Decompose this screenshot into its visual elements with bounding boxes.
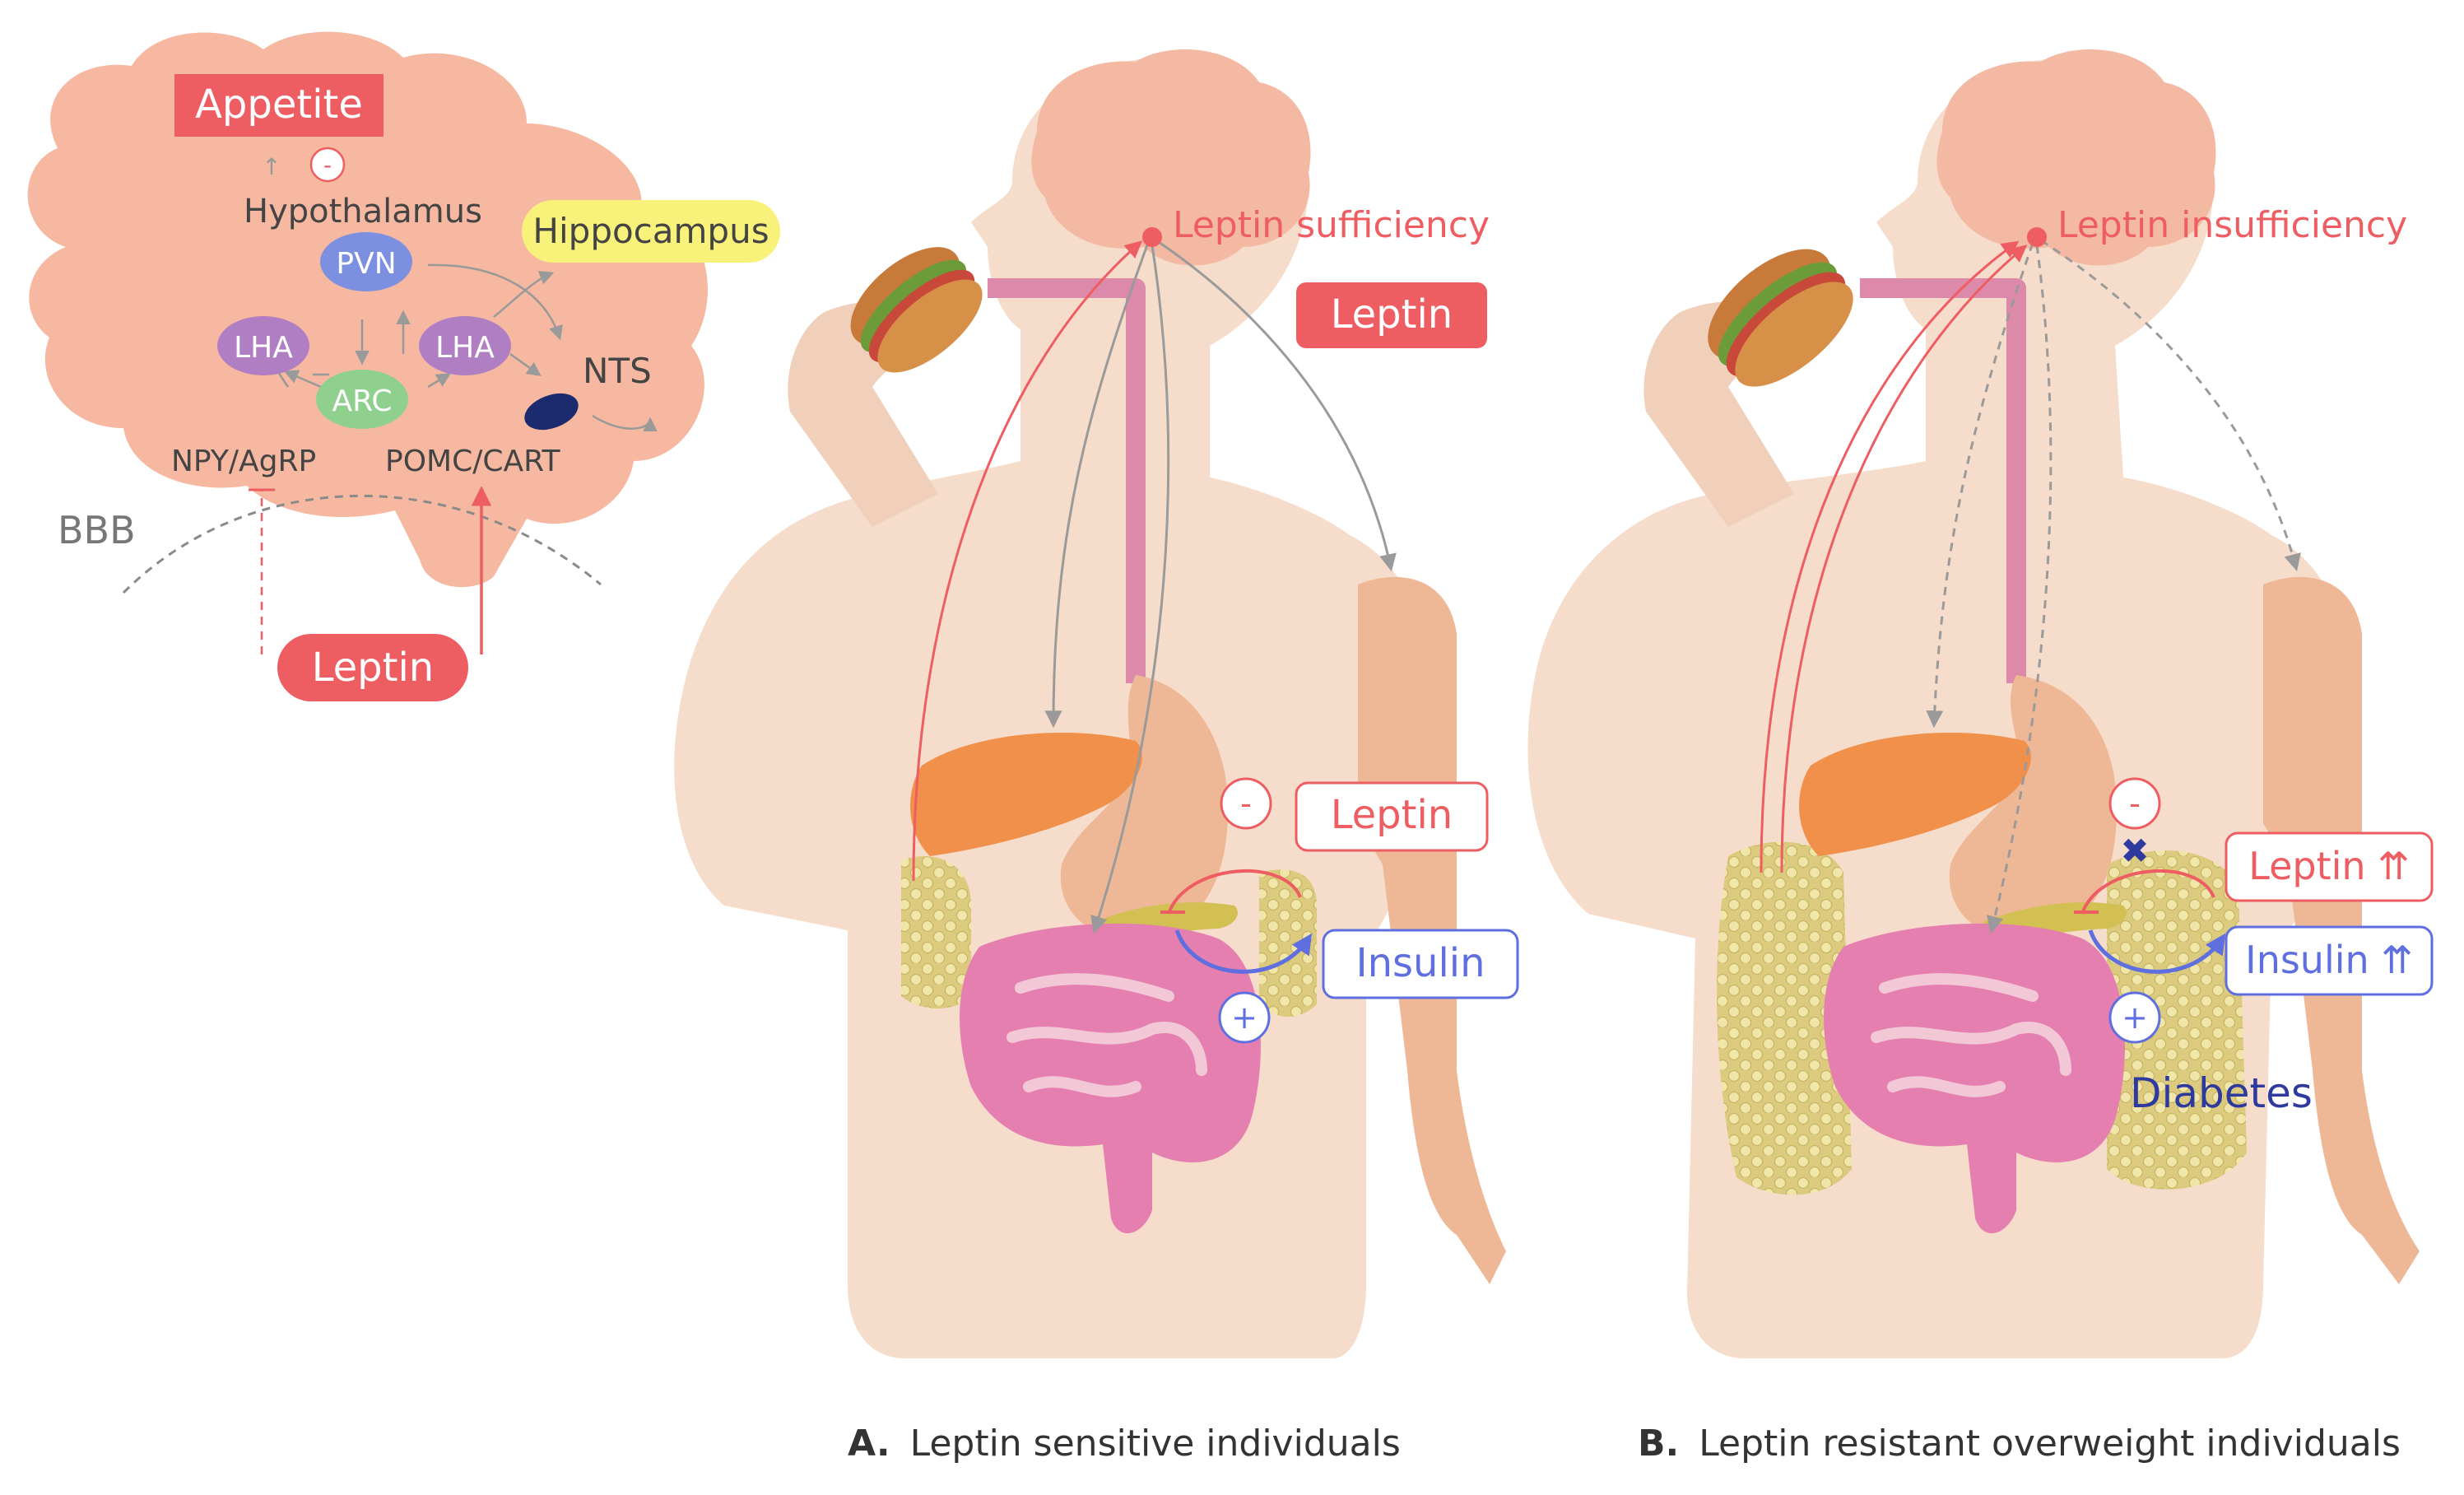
- appetite-up-arrow-icon: ↑: [262, 153, 281, 180]
- panel-a-raised-arm: [788, 300, 946, 527]
- nts-label: NTS: [583, 351, 652, 391]
- panel-a-insulin-box: [1322, 929, 1519, 999]
- panel-a-burger-icon: [850, 247, 983, 373]
- panel-a-leptin-box-label: Leptin: [1331, 792, 1453, 838]
- panel-a-caption: A. Leptin sensitive individuals: [848, 1423, 1401, 1465]
- panel-b-signal-label: Leptin insufficiency: [2057, 204, 2407, 246]
- panel-a-leptin-inhibition-arc: [1167, 869, 1302, 915]
- brain-inset: BBB Appetite ↑ - Hypothalamus Hippocampu…: [27, 31, 780, 701]
- panel-b-burger-icon: [1708, 249, 1853, 387]
- panel-b-liver: [1799, 733, 2031, 856]
- appetite-box: [174, 74, 384, 137]
- panel-a-insulin-box-label: Insulin: [1355, 940, 1485, 986]
- panel-a-minus-sign: -: [1240, 785, 1252, 822]
- panel-b-fat-left: [1717, 841, 1852, 1195]
- panel-b-insulin-arrow: [2088, 929, 2226, 974]
- appetite-minus-sign: -: [323, 151, 332, 179]
- nts-node: [524, 393, 579, 431]
- panel-b-insulin-box: [2225, 925, 2434, 996]
- panel-a-leptin-arrow-to-brain: [912, 240, 1143, 882]
- panel-a-signal-to-muscle: [1155, 239, 1397, 572]
- arc-label: ARC: [332, 384, 393, 418]
- panel-a-signal-to-pancreas: [1090, 245, 1170, 934]
- panel-b-caption: B. Leptin resistant overweight individua…: [1638, 1423, 2401, 1465]
- panel-b-signal-to-pancreas: [1986, 245, 2053, 934]
- inset-leptin-pill: [277, 634, 468, 701]
- panel-a-plus-sign: +: [1231, 999, 1258, 1036]
- panel-a-leptin-badge: [1296, 282, 1487, 348]
- panel-b-signal-to-muscle: [2040, 239, 2301, 572]
- panel-b-intestines: [1824, 923, 2125, 1234]
- panel-a-intestines: [960, 923, 1261, 1234]
- panel-a-signal-to-liver: [1044, 242, 1150, 729]
- panel-b-raised-arm: [1643, 300, 1802, 527]
- hippocampus-pill: [522, 200, 780, 263]
- panel-b-minus-sign: -: [2129, 785, 2141, 822]
- panel-b-plus-sign: +: [2122, 999, 2148, 1036]
- panel-b-insulin-box-label: Insulin ⇈: [2245, 938, 2413, 982]
- hippocampus-label: Hippocampus: [532, 211, 769, 251]
- lha-left-label: LHA: [234, 331, 293, 365]
- arc-node: [316, 370, 408, 429]
- panel-b-caption-letter: B.: [1638, 1423, 1679, 1465]
- panel-b-minus-circle: [2108, 777, 2161, 830]
- panel-b-plus-circle: [2108, 991, 2161, 1044]
- panel-a-leptin-box: [1295, 781, 1489, 852]
- panel-a-liver: [910, 733, 1142, 856]
- panel-b-brain-signal-dot: [2027, 227, 2047, 247]
- panel-b-leptin-arrow-to-brain-2: [1780, 245, 2028, 873]
- panel-a-stomach: [1060, 675, 1228, 940]
- panel-a-caption-letter: A.: [848, 1423, 890, 1465]
- panel-a-minus-circle: [1220, 777, 1272, 830]
- panel-b-leptin-box-label: Leptin ⇈: [2248, 844, 2409, 888]
- panel-a-signal-label: Leptin sufficiency: [1173, 204, 1490, 246]
- pomc-label: POMC/CART: [385, 445, 561, 478]
- panel-b-block-icon: ✖: [2120, 831, 2149, 871]
- hypothalamus-label: Hypothalamus: [244, 193, 482, 231]
- panel-b-stomach: [1949, 675, 2117, 940]
- appetite-label: Appetite: [195, 82, 363, 128]
- panel-a-plus-circle: [1218, 991, 1271, 1044]
- npy-label: NPY/AgRP: [171, 445, 316, 478]
- panel-a-insulin-arrow: [1174, 929, 1313, 974]
- panel-a-figure: Leptin sufficiency Leptin - Leptin Insul…: [674, 49, 1519, 1465]
- panel-b-leptin-box: [2225, 831, 2434, 902]
- panel-b-brain: [1936, 49, 2216, 266]
- panel-a-brain: [1031, 49, 1311, 266]
- bbb-barrier: [122, 494, 602, 594]
- lha-right-label: LHA: [435, 331, 495, 365]
- inset-leptin-label: Leptin: [312, 645, 434, 691]
- panel-b-leptin-inhibition-arc: [2080, 869, 2215, 915]
- panel-b-leptin-arrow-to-brain-1: [1760, 240, 2020, 873]
- panel-a-esophagus: [988, 278, 1146, 683]
- panel-a-fat-left: [901, 856, 971, 1008]
- panel-b-figure: Leptin insufficiency - ✖ Leptin ⇈ Insuli…: [1527, 49, 2434, 1465]
- panel-b-diabetes-label: Diabetes: [2130, 1069, 2313, 1117]
- pvn-node: [320, 232, 412, 291]
- panel-a-brain-signal-dot: [1142, 227, 1162, 247]
- appetite-minus-circle: [309, 147, 346, 183]
- panel-b-caption-text: Leptin resistant overweight individuals: [1699, 1423, 2401, 1465]
- inset-brain-shape: [27, 31, 708, 588]
- panel-a-fat-right: [1259, 869, 1317, 1017]
- bbb-label: BBB: [58, 508, 136, 552]
- panel-a-caption-text: Leptin sensitive individuals: [910, 1423, 1401, 1465]
- lha-left-node: [217, 316, 309, 375]
- panel-b-signal-to-liver: [1926, 242, 2034, 729]
- pvn-label: PVN: [336, 247, 396, 281]
- lha-right-node: [419, 316, 511, 375]
- panel-a-leptin-badge-label: Leptin: [1331, 291, 1453, 338]
